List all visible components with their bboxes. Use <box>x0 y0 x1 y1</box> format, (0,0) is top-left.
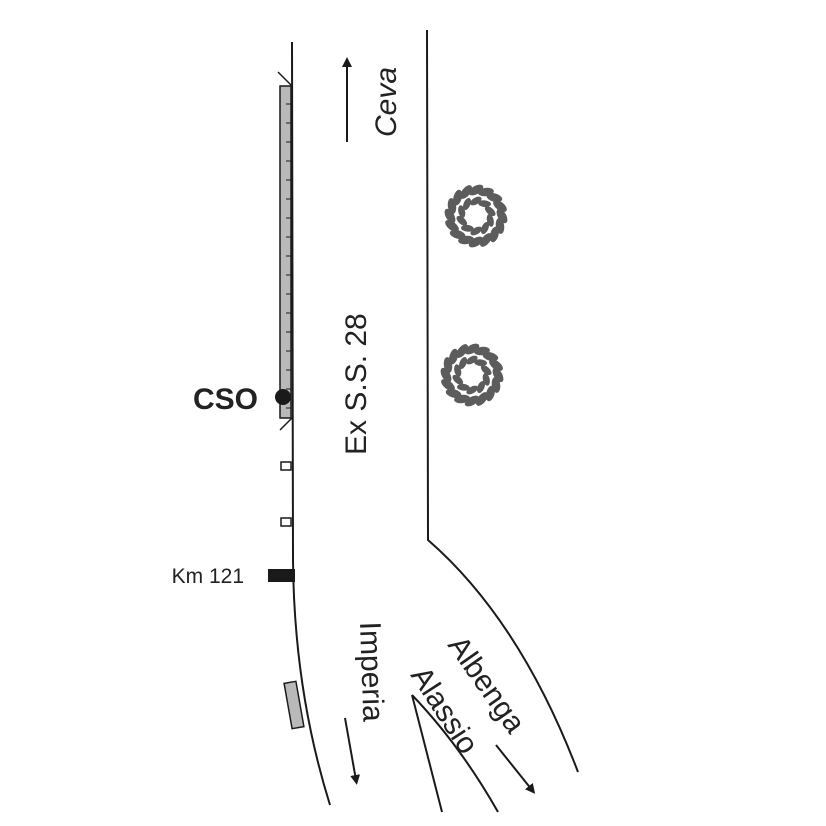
tree-leaf <box>493 200 507 213</box>
tree-icon <box>440 343 504 407</box>
tree-leaf <box>456 215 468 226</box>
tree-leaf <box>457 383 470 391</box>
southwest-arrow-icon <box>344 717 361 785</box>
branch-inner-edge-right <box>411 694 499 813</box>
tree-leaf <box>460 185 473 199</box>
southeast-arrow-icon <box>495 744 536 794</box>
tree-leaf <box>480 365 492 376</box>
branch-inner-edge-left <box>411 694 443 813</box>
tree-leaf <box>486 193 503 203</box>
tree-leaf <box>441 378 455 391</box>
roadside-sign <box>283 680 305 730</box>
tree-leaf <box>479 233 492 247</box>
tree-leaf <box>484 206 496 217</box>
tree-leaf <box>449 229 466 239</box>
tree-leaf <box>482 352 499 362</box>
roadside-post <box>280 461 292 471</box>
tree-leaf <box>449 348 459 365</box>
tree-leaf <box>474 359 487 367</box>
tree-leaf <box>440 367 452 383</box>
tree-leaf <box>470 196 482 206</box>
tree-leaf <box>464 343 480 355</box>
tree-icon <box>444 184 508 248</box>
tree-leaf <box>461 224 474 232</box>
direction-label-ceva: Ceva <box>370 67 403 137</box>
tree-leaf <box>485 385 495 402</box>
tree-leaf <box>458 356 468 370</box>
tree-leaf <box>476 380 486 394</box>
tree-leaf <box>466 385 478 395</box>
tree-leaf <box>480 221 490 235</box>
tree-leaf <box>470 226 482 236</box>
road-name-label: Ex S.S. 28 <box>340 313 373 455</box>
tree-leaf <box>444 208 456 224</box>
direction-label-imperia: Imperia <box>353 621 389 722</box>
tree-leaf <box>453 189 463 206</box>
tree-leaf <box>445 388 462 398</box>
kilometer-label: Km 121 <box>172 565 244 588</box>
roadside-post <box>280 517 292 527</box>
tree-leaf <box>489 359 503 372</box>
tree-leaf <box>489 226 499 243</box>
tree-leaf <box>462 197 472 211</box>
tree-leaf <box>452 374 464 385</box>
cso-station-dot <box>275 389 291 405</box>
tree-leaf <box>478 200 491 208</box>
kilometer-marker <box>268 569 295 582</box>
tree-leaf <box>466 355 478 365</box>
tree-leaf <box>475 392 488 406</box>
tree-leaf <box>464 395 480 407</box>
tree-leaf <box>456 344 469 358</box>
barrier-ticks <box>286 103 291 409</box>
road-right-edge <box>426 29 579 773</box>
tree-leaf <box>468 236 484 248</box>
tree-leaf <box>468 184 484 196</box>
tree-leaf <box>496 208 508 224</box>
guardrail-barrier <box>277 71 293 431</box>
station-label: CSO <box>193 383 258 416</box>
tree-leaf <box>445 219 459 232</box>
tree-leaf <box>492 367 504 383</box>
